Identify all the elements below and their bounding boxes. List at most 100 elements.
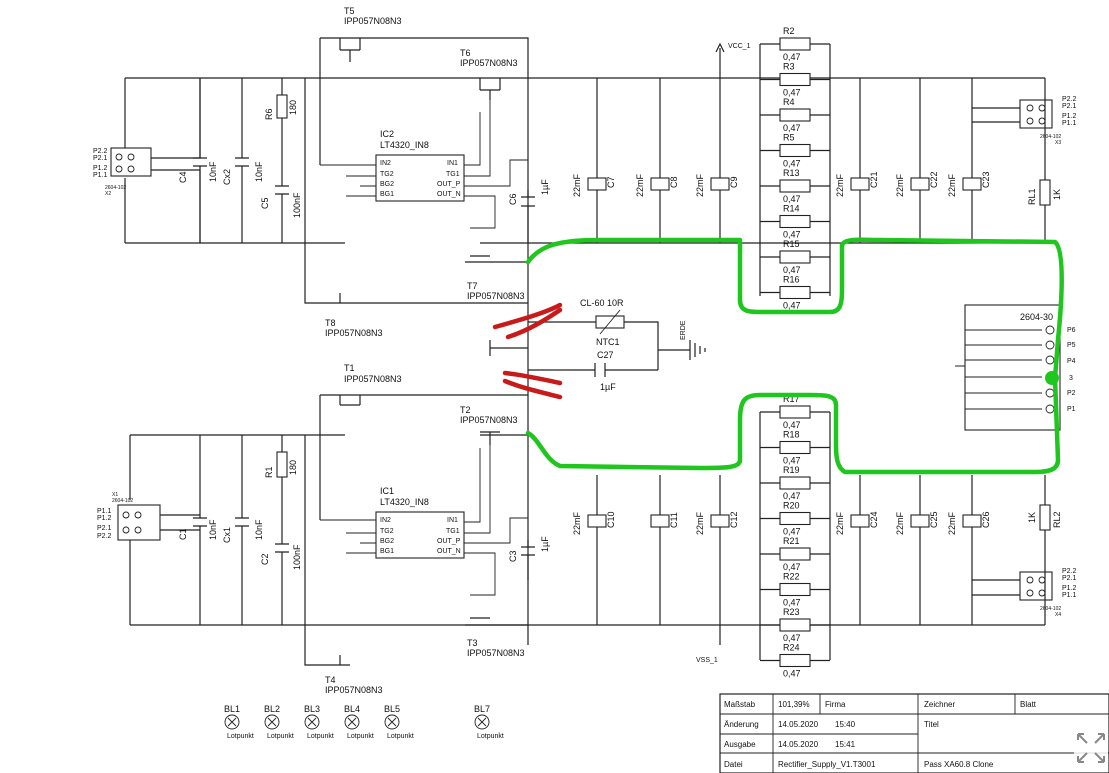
solder-point-type-0: Lotpunkt [227, 733, 254, 740]
top-r-label-1: R3 [783, 62, 795, 72]
t6-type: IPP057N08N3 [460, 58, 518, 68]
top-r-resistor-1 [779, 72, 811, 87]
cx2-label: Cx2 [222, 169, 232, 185]
ic1-pin-tg2: TG2 [380, 528, 394, 535]
x4-p21-label: P2.1 [1062, 575, 1077, 582]
c21-label: C21 [869, 171, 879, 188]
t6-label: T6 [460, 48, 471, 58]
top-r-value-1: 0,47 [783, 88, 801, 98]
bot-r-resistor-7 [779, 653, 811, 668]
top-r-label-5: R14 [783, 204, 800, 214]
ic2-pin-bg1: BG1 [380, 191, 394, 198]
output-connector: 2604-30 P6 P5 P4 3 P2 P1 [955, 304, 1076, 431]
ic1-pin-in2: IN2 [380, 517, 391, 524]
top-r-resistor-2 [779, 108, 811, 122]
x3-p22-label: P2.2 [1062, 96, 1077, 103]
x3-p12-label: P1.2 [1062, 113, 1077, 120]
hand-annotations [492, 237, 1064, 475]
c3-value: 1µF [540, 536, 550, 552]
x2-ref-label: X2 [105, 191, 111, 197]
x1-p22-label: P2.2 [97, 533, 112, 540]
solder-points: BL1LotpunktBL2LotpunktBL3LotpunktBL4Lotp… [224, 704, 504, 740]
solder-point-0 [224, 714, 240, 730]
bot-r-value-4: 0,47 [783, 562, 801, 572]
c12-label: C12 [729, 511, 739, 528]
bot-r-resistor-0 [779, 405, 811, 419]
pin-p3: 3 [1069, 375, 1073, 382]
c4-label: C4 [178, 171, 188, 183]
t4-label: T4 [325, 675, 336, 685]
bot-r-value-6: 0,47 [783, 633, 801, 643]
c10-label: C10 [606, 511, 616, 528]
c26-label: C26 [981, 511, 991, 528]
t2-label: T2 [460, 405, 471, 415]
solder-point-3 [344, 714, 360, 730]
pin-p1: P1 [1067, 406, 1076, 413]
x4-p22-label: P2.2 [1062, 568, 1077, 575]
bot-r-value-5: 0,47 [783, 598, 801, 608]
t3-label: T3 [467, 638, 478, 648]
bot-r-resistor-5 [779, 582, 811, 597]
expand-arrows-icon[interactable] [1074, 730, 1108, 766]
aenderung-time: 15:40 [835, 720, 856, 729]
bottom-right-caps: 22mF C24 22mF C25 22mF C26 P2.2 P2.1 P1.… [835, 475, 1077, 625]
x3-p21-label: P2.1 [1062, 103, 1077, 110]
rl1-value: 1K [1052, 189, 1062, 200]
ic1-pin-bg2: BG2 [380, 538, 394, 545]
conn-main-label: 2604-30 [1020, 312, 1053, 322]
bot-r-resistor-6 [779, 618, 811, 632]
x4-p11-label: P1.1 [1062, 592, 1077, 599]
datei-value: Rectifier_Supply_V1.T3001 [778, 760, 876, 769]
top-r-value-3: 0,47 [783, 159, 801, 169]
x2-p21-label: P2.1 [93, 155, 108, 162]
c5-value: 100nF [292, 192, 302, 218]
ausgabe-label: Ausgabe [724, 740, 756, 749]
c27-label: C27 [597, 350, 614, 360]
pin-p5: P5 [1067, 342, 1076, 349]
bot-r-label-6: R23 [783, 607, 800, 617]
r1-value: 180 [288, 460, 298, 475]
x3-ref-label: X3 [1055, 140, 1061, 146]
aenderung-date: 14.05.2020 [778, 720, 819, 729]
top-r-label-2: R4 [783, 97, 795, 107]
bot-r-value-1: 0,47 [783, 456, 801, 466]
solder-point-1 [264, 714, 280, 730]
ntc-label: NTC1 [596, 337, 620, 347]
ic1-pin-tg1: TG1 [446, 528, 460, 535]
c3-label: C3 [508, 550, 518, 562]
c1-label: C1 [178, 528, 188, 540]
ausgabe-time: 15:41 [835, 740, 856, 749]
massstab-label: Maßstab [724, 700, 756, 709]
top-r-value-0: 0,47 [783, 52, 801, 62]
title-value: Pass XA60.8 Clone [924, 760, 994, 769]
ic2-pin-outp: OUT_P [437, 181, 461, 188]
c2-value: 100nF [292, 544, 302, 570]
solder-point-5 [474, 714, 490, 730]
bot-r-resistor-4 [779, 547, 811, 561]
top-r-value-5: 0,47 [783, 230, 801, 240]
bot-r-value-2: 0,47 [783, 491, 801, 501]
solder-point-mark-1 [267, 717, 277, 727]
titel-label: Titel [924, 720, 939, 729]
ic2-type: LT4320_IN8 [380, 140, 429, 150]
c10-value: 22mF [572, 511, 582, 535]
c8-label: C8 [669, 176, 679, 188]
top-r-value-7: 0,47 [783, 301, 801, 311]
x3-type-label: 2604-102 [1040, 134, 1061, 140]
top-r-value-2: 0,47 [783, 123, 801, 133]
x4-ref-label: X4 [1055, 612, 1061, 618]
c6-label: C6 [508, 193, 518, 205]
top-r-resistor-0 [779, 37, 811, 51]
c9-label: C9 [729, 176, 739, 188]
bot-r-resistor-1 [779, 440, 811, 455]
solder-point-label-3: BL4 [344, 704, 360, 714]
top-r-label-0: R2 [783, 26, 795, 36]
bot-r-label-4: R21 [783, 536, 800, 546]
c4-value: 10nF [208, 161, 218, 182]
c26-value: 22mF [947, 511, 957, 535]
r6-value: 180 [288, 100, 298, 115]
c25-label: C25 [929, 511, 939, 528]
title-block: Maßstab 101,39% Firma Zeichner Blatt Änd… [719, 693, 1109, 773]
c12-value: 22mF [695, 511, 705, 535]
